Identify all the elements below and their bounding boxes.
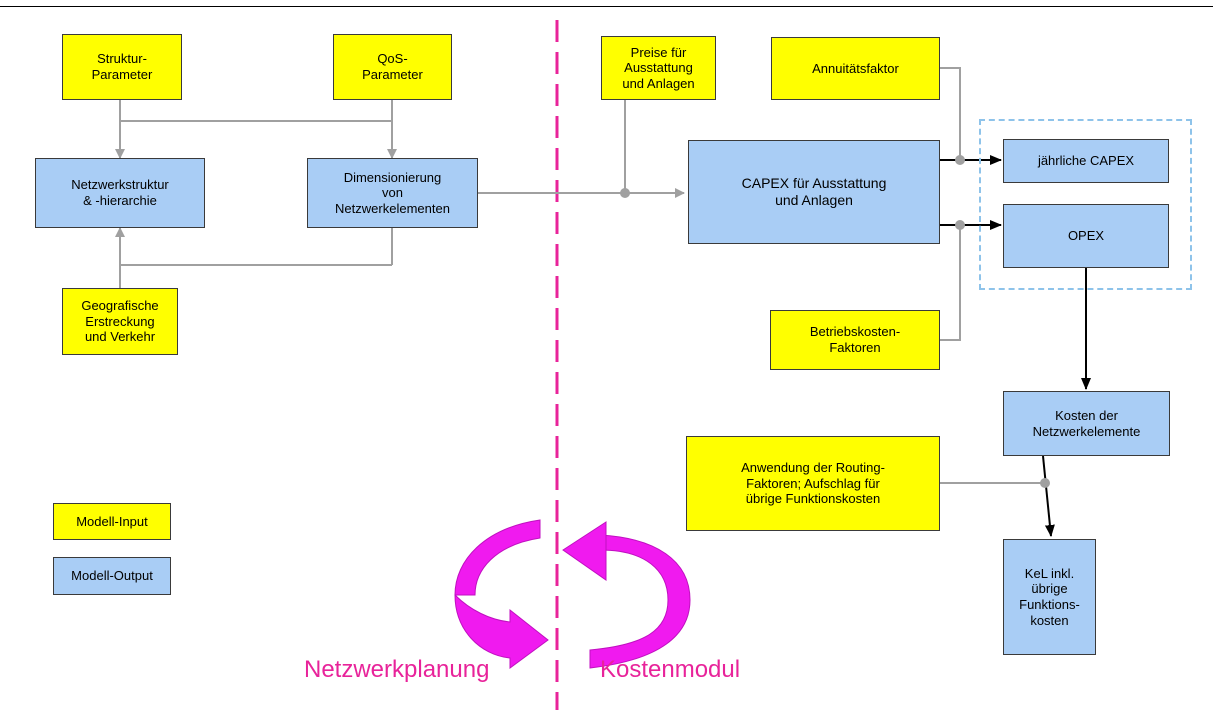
- geografische-erstreckung-label: Geografische Erstreckung und Verkehr: [81, 298, 159, 345]
- kel-box: KeL inkl. übrige Funktions- kosten: [1003, 539, 1096, 655]
- capex-label: CAPEX für Ausstattung und Anlagen: [741, 175, 887, 208]
- top-rule: [0, 6, 1213, 7]
- junction-dot: [955, 155, 965, 165]
- routing-faktoren-box: Anwendung der Routing- Faktoren; Aufschl…: [686, 436, 940, 531]
- junction-dot: [620, 188, 630, 198]
- kel-label: KeL inkl. übrige Funktions- kosten: [1019, 565, 1080, 628]
- geografische-erstreckung-box: Geografische Erstreckung und Verkehr: [62, 288, 178, 355]
- legend-input-swatch: Modell-Input: [53, 503, 171, 540]
- junction-dot: [955, 220, 965, 230]
- right-connectors: [940, 67, 1091, 537]
- dimensionierung-box: Dimensionierung von Netzwerkelementen: [307, 158, 478, 228]
- opex-box: OPEX: [1003, 204, 1169, 268]
- jaehrliche-capex-label: jährliche CAPEX: [1037, 153, 1135, 169]
- kosten-netzwerkelemente-label: Kosten der Netzwerkelemente: [1032, 407, 1141, 439]
- netzwerkstruktur-box: Netzwerkstruktur & -hierarchie: [35, 158, 205, 228]
- betriebskosten-box: Betriebskosten- Faktoren: [770, 310, 940, 370]
- netzwerkplanung-caption: Netzwerkplanung: [304, 656, 490, 683]
- betriebskosten-label: Betriebskosten- Faktoren: [809, 324, 901, 355]
- annuitaetsfaktor-label: Annuitätsfaktor: [812, 60, 899, 76]
- annual-cost-group: [979, 119, 1192, 290]
- struktur-parameter-label: Struktur- Parameter: [91, 51, 153, 82]
- legend-input-label: Modell-Input: [76, 513, 148, 529]
- routing-faktoren-label: Anwendung der Routing- Faktoren; Aufschl…: [741, 460, 885, 507]
- kosten-netzwerkelemente-box: Kosten der Netzwerkelemente: [1003, 391, 1170, 456]
- netzwerkstruktur-label: Netzwerkstruktur & -hierarchie: [71, 177, 169, 208]
- annuitaetsfaktor-box: Annuitätsfaktor: [771, 37, 940, 100]
- preise-box: Preise für Ausstattung und Anlagen: [601, 36, 716, 100]
- struktur-parameter-box: Struktur- Parameter: [62, 34, 182, 100]
- capex-box: CAPEX für Ausstattung und Anlagen: [688, 140, 940, 244]
- cycle-arrow-right: [562, 521, 691, 669]
- cycle-arrow-left: [454, 519, 549, 669]
- preise-label: Preise für Ausstattung und Anlagen: [622, 44, 695, 91]
- qos-parameter-label: QoS- Parameter: [362, 51, 423, 82]
- opex-label: OPEX: [1067, 228, 1105, 244]
- legend-output-swatch: Modell-Output: [53, 557, 171, 595]
- left-connectors: [115, 100, 685, 288]
- dimensionierung-label: Dimensionierung von Netzwerkelementen: [335, 169, 450, 216]
- kostenmodul-caption: Kostenmodul: [600, 656, 741, 683]
- junction-dot: [1040, 478, 1050, 488]
- qos-parameter-box: QoS- Parameter: [333, 34, 452, 100]
- jaehrliche-capex-box: jährliche CAPEX: [1003, 139, 1169, 183]
- legend-output-label: Modell-Output: [71, 568, 153, 584]
